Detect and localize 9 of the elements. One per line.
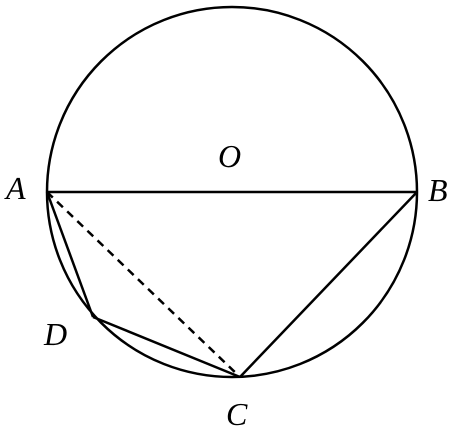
point-label: C (226, 398, 248, 430)
point-label: A (6, 172, 26, 204)
line-segment (47, 190, 417, 194)
point-label: D (44, 318, 68, 350)
point-label: B (428, 174, 448, 206)
line-segment (239, 191, 418, 378)
line-segment (46, 192, 94, 318)
line-segment (92, 316, 240, 378)
center-label: O (218, 140, 242, 172)
